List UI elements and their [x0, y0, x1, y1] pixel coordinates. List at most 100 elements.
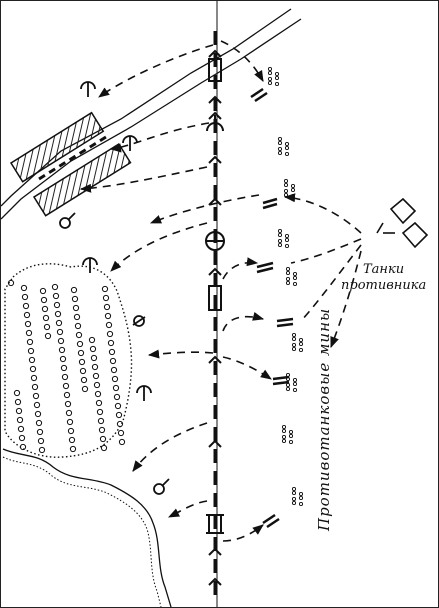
- mine-mark: [274, 81, 280, 87]
- advance-chevron: [208, 49, 222, 58]
- tree-mark: [109, 357, 117, 365]
- tree-mark: [7, 279, 15, 287]
- machine-gun-icon: [276, 317, 294, 328]
- axis-symbols: [205, 58, 225, 534]
- tree-mark: [104, 312, 112, 320]
- tree-mark: [69, 445, 77, 453]
- tree-mark: [107, 339, 115, 347]
- mine-mark: [274, 75, 280, 81]
- advance-chevron: [208, 95, 222, 104]
- forest: [4, 263, 133, 458]
- tree-mark: [100, 444, 108, 452]
- river: [2, 448, 172, 607]
- tree-mark: [93, 381, 101, 389]
- tree-mark: [111, 375, 119, 383]
- advance-chevron: [208, 577, 222, 586]
- tree-mark: [59, 355, 67, 363]
- infantry-position-icon: [136, 385, 152, 401]
- antitank-mines-label: Противотанковые мины: [315, 308, 333, 532]
- tree-mark: [110, 366, 118, 374]
- tree-mark: [81, 385, 89, 393]
- mine-mark: [298, 491, 304, 497]
- tree-mark: [108, 348, 116, 356]
- tree-mark: [58, 346, 66, 354]
- tree-mark: [68, 436, 76, 444]
- tree-mark: [99, 435, 107, 443]
- observation-post-icon: [132, 315, 146, 327]
- movement-arrows: [79, 40, 362, 542]
- mine-mark: [291, 346, 297, 352]
- mine-mark: [281, 434, 287, 440]
- tree-mark: [71, 295, 79, 303]
- tree-mark: [65, 409, 73, 417]
- machine-gun-icon: [272, 375, 290, 386]
- machine-gun-icon: [256, 261, 274, 274]
- tree-mark: [32, 392, 40, 400]
- tree-mark: [114, 402, 122, 410]
- mine-mark: [291, 500, 297, 506]
- tree-mark: [23, 311, 31, 319]
- antitank-units: [250, 87, 294, 529]
- tree-mark: [16, 416, 24, 424]
- mine-mark: [291, 496, 297, 502]
- tree-mark: [19, 443, 27, 451]
- mine-mark: [291, 486, 297, 492]
- tree-mark: [60, 364, 68, 372]
- mine-mark: [267, 76, 273, 82]
- tree-mark: [116, 420, 124, 428]
- mine-mark: [285, 266, 291, 272]
- tree-mark: [38, 446, 46, 454]
- mine-mark: [288, 433, 294, 439]
- enemy-tanks-label-1: Танки: [363, 262, 404, 277]
- tree-mark: [66, 418, 74, 426]
- tree-mark: [97, 417, 105, 425]
- mine-mark: [284, 151, 290, 157]
- tank-symbol-icon: [208, 58, 222, 82]
- mine-mark: [284, 233, 290, 239]
- tree-mark: [91, 363, 99, 371]
- tree-mark: [77, 349, 85, 357]
- mine-mark: [298, 495, 304, 501]
- mine-mark: [281, 428, 287, 434]
- tree-mark: [102, 294, 110, 302]
- mine-mark: [290, 187, 296, 193]
- tree-mark: [41, 305, 49, 313]
- tree-mark: [29, 365, 37, 373]
- mine-mark: [284, 243, 290, 249]
- mine-mark: [284, 145, 290, 151]
- tree-mark: [51, 283, 59, 291]
- tree-mark: [39, 287, 47, 295]
- machine-gun-icon: [262, 197, 278, 210]
- tree-mark: [56, 328, 64, 336]
- positions: [59, 81, 170, 495]
- mine-mark: [290, 193, 296, 199]
- tree-mark: [54, 310, 62, 318]
- minefield-dots: [267, 66, 304, 507]
- tree-mark: [96, 408, 104, 416]
- infantry-position-icon: [82, 257, 98, 273]
- mine-mark: [292, 387, 298, 393]
- mine-mark: [277, 136, 283, 142]
- mine-mark: [277, 228, 283, 234]
- mine-mark: [290, 183, 296, 189]
- tree-mark: [43, 323, 51, 331]
- tree-mark: [74, 322, 82, 330]
- advance-chevron: [208, 197, 222, 206]
- mine-mark: [267, 70, 273, 76]
- tree-mark: [73, 313, 81, 321]
- mine-mark: [292, 381, 298, 387]
- tree-mark: [22, 302, 30, 310]
- tree-mark: [95, 399, 103, 407]
- tree-mark: [112, 384, 120, 392]
- mine-mark: [285, 276, 291, 282]
- tree-mark: [106, 330, 114, 338]
- mine-mark: [274, 71, 280, 77]
- mine-mark: [298, 347, 304, 353]
- mine-mark: [285, 280, 291, 286]
- mine-mark: [298, 341, 304, 347]
- tree-mark: [118, 438, 126, 446]
- tree-mark: [53, 301, 61, 309]
- tree-mark: [21, 293, 29, 301]
- mine-mark: [281, 438, 287, 444]
